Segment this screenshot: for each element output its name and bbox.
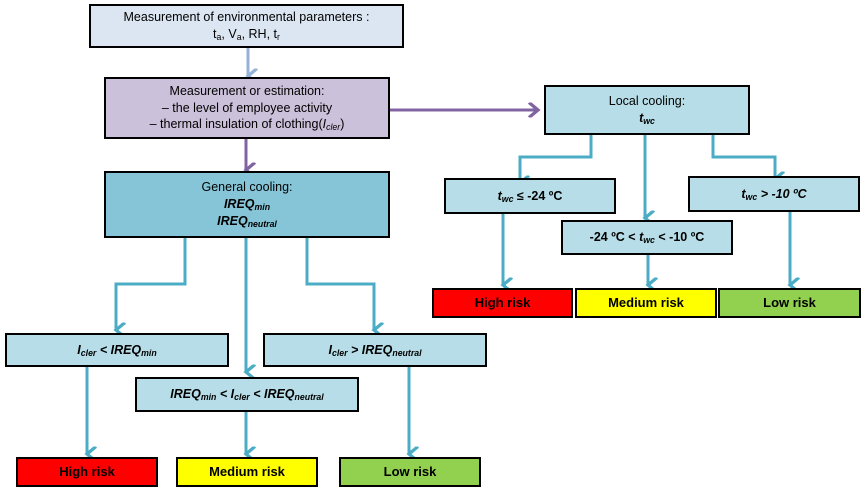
estimation-title: Measurement or estimation: — [169, 83, 325, 98]
arrow-general-to-high-cond — [305, 238, 374, 330]
arrow-local-to-high-cond — [711, 135, 775, 179]
general-cooling-title: General cooling: — [201, 180, 293, 195]
activity-clothing-estimation-box: Measurement or estimation: – the level o… — [104, 77, 390, 139]
environmental-parameters-box: Measurement of environmental parameters … — [89, 4, 404, 48]
condition-twc-at-most-minus-24: twc ≤ -24 ºC — [444, 178, 616, 214]
env-title: Measurement of environmental parameters … — [123, 10, 370, 25]
env-params: ta, Va, RH, tr — [213, 27, 280, 43]
condition-icler-between-ireq: IREQmin < Icler < IREQneutral — [135, 377, 359, 412]
local-cooling-title: Local cooling: — [608, 94, 686, 109]
estimation-item-activity: – the level of employee activity — [161, 100, 333, 115]
estimation-item-clothing: – thermal insulation of clothing(Icler) — [149, 117, 345, 133]
local-low-risk-label: Low risk — [763, 294, 816, 310]
general-high-risk-label: High risk — [59, 463, 115, 479]
general-cooling-box: General cooling: IREQmin IREQneutral — [104, 171, 390, 238]
twc-label: twc — [639, 111, 655, 127]
local-high-risk-box: High risk — [432, 288, 573, 318]
ireq-neutral-label: IREQneutral — [217, 213, 277, 230]
general-low-risk-box: Low risk — [339, 457, 481, 487]
local-medium-risk-label: Medium risk — [608, 294, 684, 310]
arrow-general-to-low-cond — [116, 238, 187, 330]
arrow-local-to-low-cond — [520, 135, 593, 183]
condition-icler-below-ireq-min: Icler < IREQmin — [5, 333, 229, 367]
general-medium-risk-box: Medium risk — [176, 457, 318, 487]
local-low-risk-box: Low risk — [718, 288, 861, 318]
local-cooling-box: Local cooling: twc — [544, 85, 750, 135]
condition-icler-above-ireq-neutral: Icler > IREQneutral — [263, 333, 487, 367]
local-high-risk-label: High risk — [474, 294, 531, 310]
local-medium-risk-box: Medium risk — [575, 288, 717, 318]
condition-twc-between-minus-24-and-minus-10: -24 ºC < twc < -10 ºC — [561, 220, 733, 255]
general-high-risk-box: High risk — [16, 457, 158, 487]
general-medium-risk-label: Medium risk — [209, 463, 285, 479]
condition-twc-above-minus-10: twc > -10 ºC — [688, 176, 860, 212]
general-low-risk-label: Low risk — [383, 463, 437, 479]
ireq-min-label: IREQmin — [223, 197, 271, 213]
